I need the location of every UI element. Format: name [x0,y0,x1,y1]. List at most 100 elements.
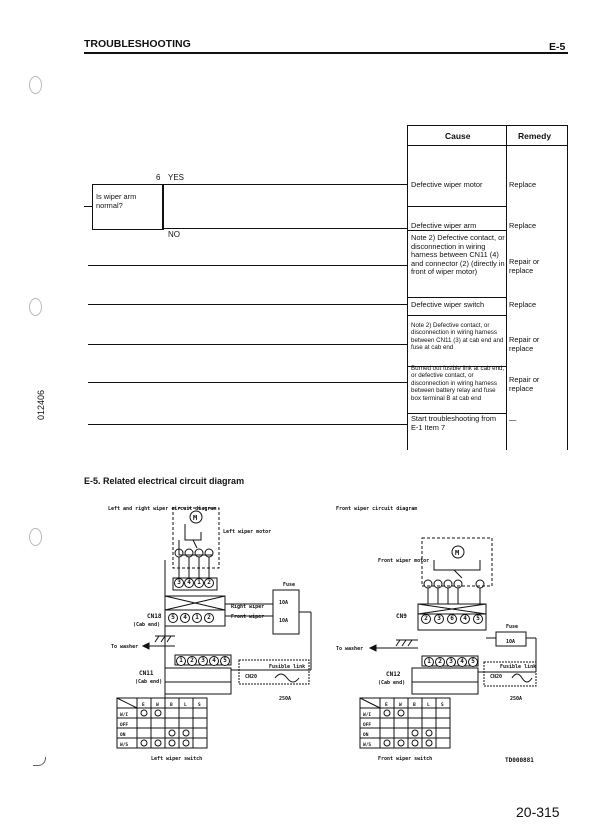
page-number: 20-315 [516,804,560,820]
cn11-pin: 2 [187,656,197,666]
remedy-item: Repair or replace [509,335,540,353]
right-diagram-title: Front wiper circuit diagram [336,506,417,512]
cn18-pin: 2 [204,613,214,623]
branch-line [162,184,163,228]
cn18-label: CN18 [147,613,162,620]
cause-separator [407,413,506,414]
right-fusible-link: Fusible link [500,664,536,670]
left-fuse-amp: 10A [279,618,288,624]
right-switch-col: W [399,702,402,708]
remedy-item: Replace [509,300,537,309]
cn9-label: CN9 [396,613,407,620]
cn18-sub: (Cab end) [133,622,160,628]
right-switch-row: W/I [363,712,371,718]
right-switch-col: S [441,702,444,708]
left-switch-col: S [198,702,201,708]
left-switch-table [116,697,208,749]
cause-header: Cause [445,131,471,141]
left-switch-row: OFF [120,722,128,728]
entry-line [84,206,92,207]
cause-item: Burned out fusible link at cab end, or d… [411,365,505,402]
left-switch-caption: Left wiper switch [151,756,202,762]
cause-separator [407,366,506,367]
cn11-pin: 1 [176,656,186,666]
side-code: 012406 [36,389,46,420]
svg-text:M: M [455,549,459,557]
question-box [92,184,164,230]
cn9-pin: 2 [421,614,431,624]
right-switch-row: W/S [363,742,371,748]
right-switch-table [359,697,451,749]
yes-label: YES [168,173,185,182]
cn9-pin: 6 [447,614,457,624]
step-number: 6 [156,173,161,182]
flow-line [88,344,407,345]
yes-line [162,184,407,185]
right-to-washer: To washer [336,646,363,652]
table-header-rule [407,145,568,146]
no-label: NO [168,230,180,239]
right-switch-col: E [385,702,388,708]
cause-item: Defective wiper arm [411,221,477,230]
cause-item: Note 2) Defective contact, or disconnect… [411,322,504,352]
left-amp: 250A [279,696,291,702]
left-switch-col: E [142,702,145,708]
section2-title: E-5. Related electrical circuit diagram [84,476,245,486]
right-fuse-label: Fuse [506,624,518,630]
left-cn20: CN20 [245,674,257,680]
right-upper-pins [423,579,485,589]
remedy-item: Replace [509,221,537,230]
flow-line [88,265,407,266]
left-to-washer: To washer [111,644,138,650]
right-wiper-label: Right wiper [231,604,264,610]
header-rule [84,52,568,54]
cn9-pin: 3 [434,614,444,624]
punch-hole [29,528,42,546]
left-motor-label: Left wiper motor [223,529,271,535]
punch-hole [29,298,42,316]
cn18-pin: 1 [192,613,202,623]
flow-line [88,424,407,425]
right-fuse-amp: 10A [506,639,515,645]
right-switch-row: ON [363,732,369,738]
cn18-pin: 4 [180,613,190,623]
upper-connector-pins [174,548,214,558]
cause-item: Defective wiper motor [411,180,483,189]
scan-mark [33,757,46,766]
cause-separator [407,297,506,298]
right-switch-col: B [413,702,416,708]
cause-separator [407,206,506,207]
right-switch-col: L [427,702,430,708]
left-upper-pin: 4 [184,578,194,588]
svg-text:M: M [193,514,197,522]
table-right-border [567,125,568,450]
left-switch-col: B [170,702,173,708]
cn12-pin: 5 [468,657,478,667]
left-fuse-label: Fuse [283,582,295,588]
no-line [162,228,407,229]
section-title: TROUBLESHOOTING [84,38,191,50]
remedy-item: Repair or replace [509,257,540,275]
cn12-sub: (Cab end) [378,680,405,686]
cause-item: Defective wiper switch [411,300,485,309]
table-mid-border [506,125,507,450]
cn11-pin: 3 [198,656,208,666]
cn11-pin: 4 [209,656,219,666]
right-switch-caption: Front wiper switch [378,756,432,762]
right-cn20: CN20 [490,674,502,680]
flow-line [88,382,407,383]
left-diagram-title: Left and right wiper circuit diagram [108,506,216,512]
right-motor-label: Front wiper motor [378,558,429,564]
cause-separator [407,315,506,316]
front-wiper-label: Front wiper [231,614,264,620]
punch-hole [29,76,42,94]
left-switch-row: W/S [120,742,128,748]
cause-separator [407,230,506,231]
cause-item: Note 2) Defective contact, or disconnect… [411,233,505,277]
table-left-border [407,125,408,450]
flow-line [88,304,407,305]
cn12-pin: 1 [424,657,434,667]
left-upper-pin: 1 [194,578,204,588]
cn18-pin: 5 [168,613,178,623]
left-upper-pin: 2 [204,578,214,588]
